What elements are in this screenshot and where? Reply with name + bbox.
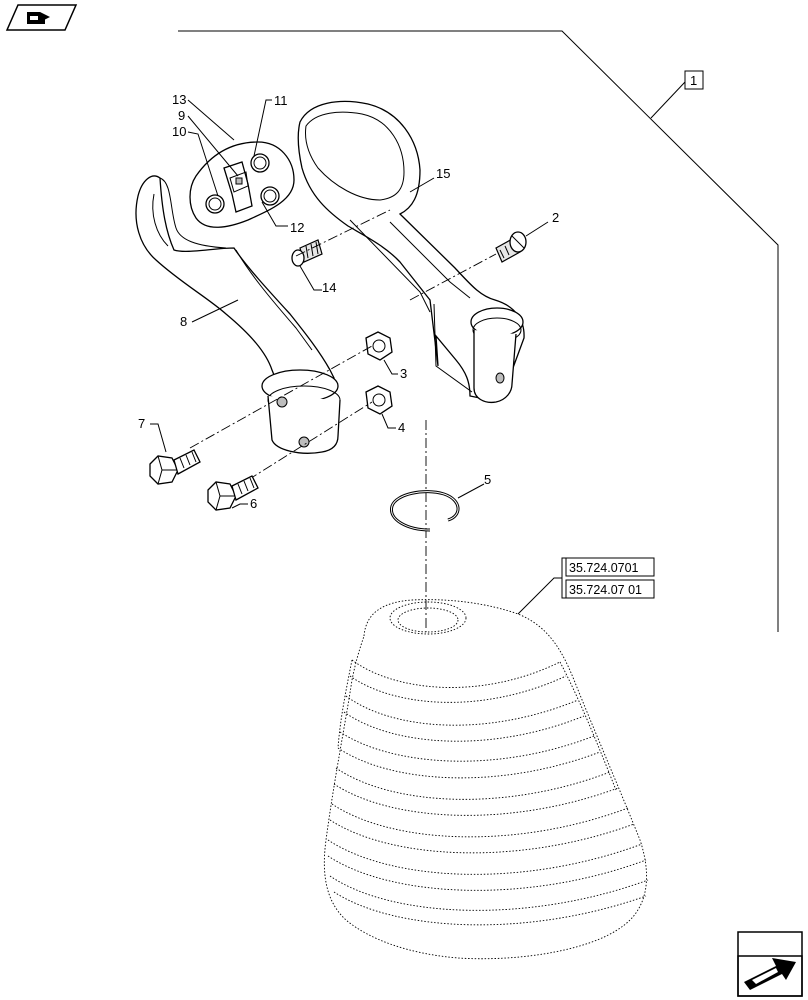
callout-15-leader xyxy=(409,177,435,193)
callout-7: 7 xyxy=(138,416,145,431)
callout-3: 3 xyxy=(400,366,407,381)
reference-box-a xyxy=(565,557,655,577)
handle-half-left xyxy=(135,175,341,454)
callout-3-leader xyxy=(383,359,398,375)
nut-3 xyxy=(365,331,393,361)
callout-8: 8 xyxy=(180,314,187,329)
reference-leader xyxy=(517,577,562,615)
switch-plate xyxy=(189,141,295,228)
reference-a[interactable]: 35.724.0701 xyxy=(569,561,639,575)
callout-10: 10 xyxy=(172,124,186,139)
callout-5-leader xyxy=(457,483,485,499)
nav-back-icon[interactable] xyxy=(5,4,78,31)
snap-ring-5 xyxy=(390,490,460,532)
callout-10-leader xyxy=(187,131,219,197)
callout-5: 5 xyxy=(484,472,491,487)
callout-4: 4 xyxy=(398,420,405,435)
callout-9: 9 xyxy=(178,108,185,123)
reference-b[interactable]: 35.724.07 01 xyxy=(569,583,642,597)
nut-4 xyxy=(365,385,393,415)
callout-2: 2 xyxy=(552,210,559,225)
screw-14 xyxy=(291,239,323,267)
callout-14: 14 xyxy=(322,280,336,295)
callout-13-leader xyxy=(187,99,235,141)
handle-half-right xyxy=(297,100,525,404)
callout-6: 6 xyxy=(250,496,257,511)
nav-next-icon[interactable] xyxy=(737,931,803,997)
callout-9-leader xyxy=(187,115,239,177)
callout-13: 13 xyxy=(172,92,186,107)
callout-15: 15 xyxy=(436,166,450,181)
reference-bracket xyxy=(561,557,566,599)
callout-1: 1 xyxy=(690,73,697,88)
callout-7-leader xyxy=(150,423,167,453)
callout-2-leader xyxy=(525,221,549,237)
reference-box-b xyxy=(565,579,655,599)
callout-12: 12 xyxy=(290,220,304,235)
callout-8-leader xyxy=(191,299,239,323)
group-frame-line xyxy=(178,30,779,632)
callout-4-leader xyxy=(381,413,396,429)
callout-11-leader xyxy=(253,99,272,157)
callout-1-box xyxy=(684,70,704,90)
bolt-7 xyxy=(149,449,201,485)
callout-12-leader xyxy=(261,201,288,227)
callout-1-leader xyxy=(650,81,686,119)
screw-2 xyxy=(495,231,527,263)
callout-14-leader xyxy=(299,265,322,291)
rubber-boot xyxy=(323,599,649,960)
callout-11: 11 xyxy=(274,93,288,108)
callout-6-leader xyxy=(231,503,248,509)
bolt-6 xyxy=(207,475,259,511)
